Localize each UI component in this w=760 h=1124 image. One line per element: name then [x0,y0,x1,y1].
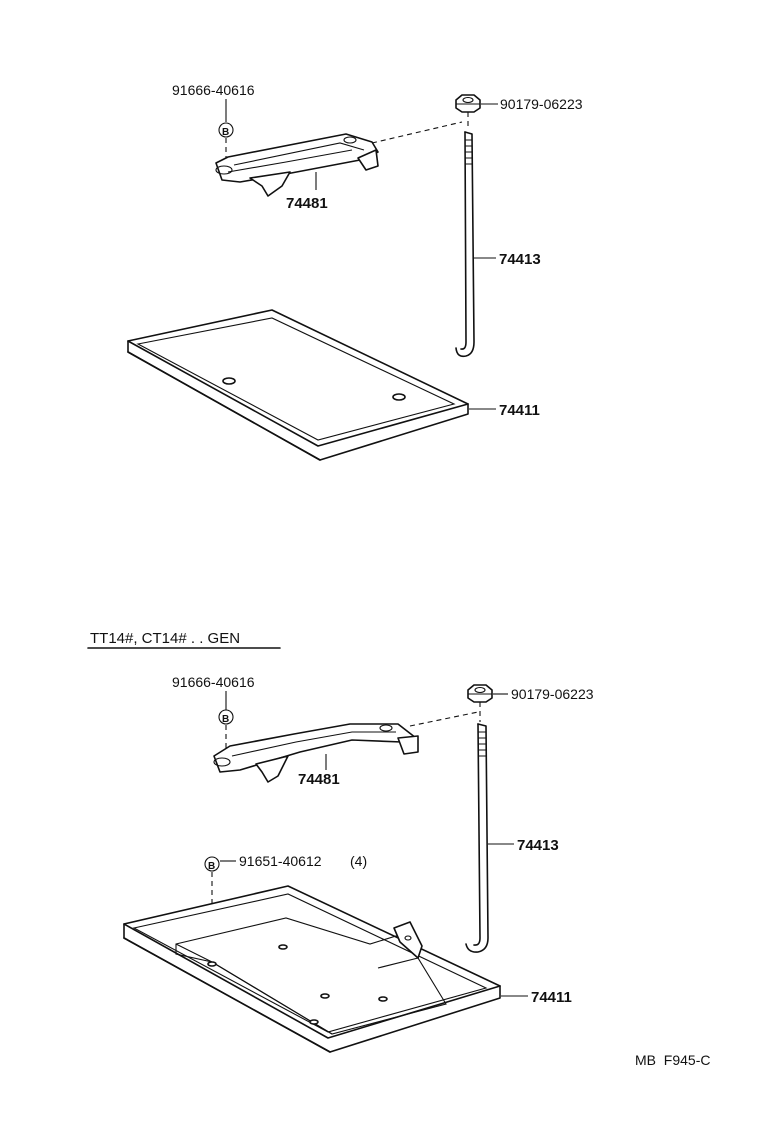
upper-battery-tray [127,309,469,461]
upper-clamp-part-number: 74481 [286,195,328,212]
upper-rod-part-number: 74413 [499,251,541,268]
lower-battery-tray [123,885,501,1053]
catalog-reference-code: MB F945-C [635,1052,710,1068]
upper-hold-down-rod [455,131,475,358]
upper-assembly: 91666-40616 B 74481 90179-06223 [127,82,583,461]
upper-clamp-to-nut-axis [371,121,463,144]
lower-b-mark-circle [218,709,234,725]
lower-rod-part-number: 74413 [517,837,559,854]
lower-bolt-part-number: 91666-40616 [172,674,255,690]
lower-clamp-to-nut-axis [409,711,479,727]
lower-tray-bolt-quantity: (4) [350,853,367,869]
lower-b-mark: B [222,714,229,725]
lower-tray-b-mark-circle [204,856,220,872]
lower-nut-part-number: 90179-06223 [511,686,594,702]
upper-clamp-bracket [215,133,379,197]
upper-nut-part-number: 90179-06223 [500,96,583,112]
lower-assembly: TT14#, CT14# . . GEN 91666-40616 B 74481… [87,630,594,1053]
lower-nut-icon [467,684,493,703]
lower-tray-bolt-part-number: 91651-40612 [239,853,322,869]
upper-bolt-part-number: 91666-40616 [172,82,255,98]
lower-hold-down-rod [465,723,489,953]
lower-tray-b-mark: B [208,861,215,872]
upper-b-mark: B [222,127,229,138]
lower-variant-heading: TT14#, CT14# . . GEN [90,630,240,647]
upper-tray-part-number: 74411 [499,402,540,419]
lower-tray-part-number: 74411 [531,989,572,1006]
upper-b-mark-circle [218,122,234,138]
lower-clamp-bracket [213,723,419,783]
upper-nut-icon [455,94,481,113]
lower-clamp-part-number: 74481 [298,771,340,788]
